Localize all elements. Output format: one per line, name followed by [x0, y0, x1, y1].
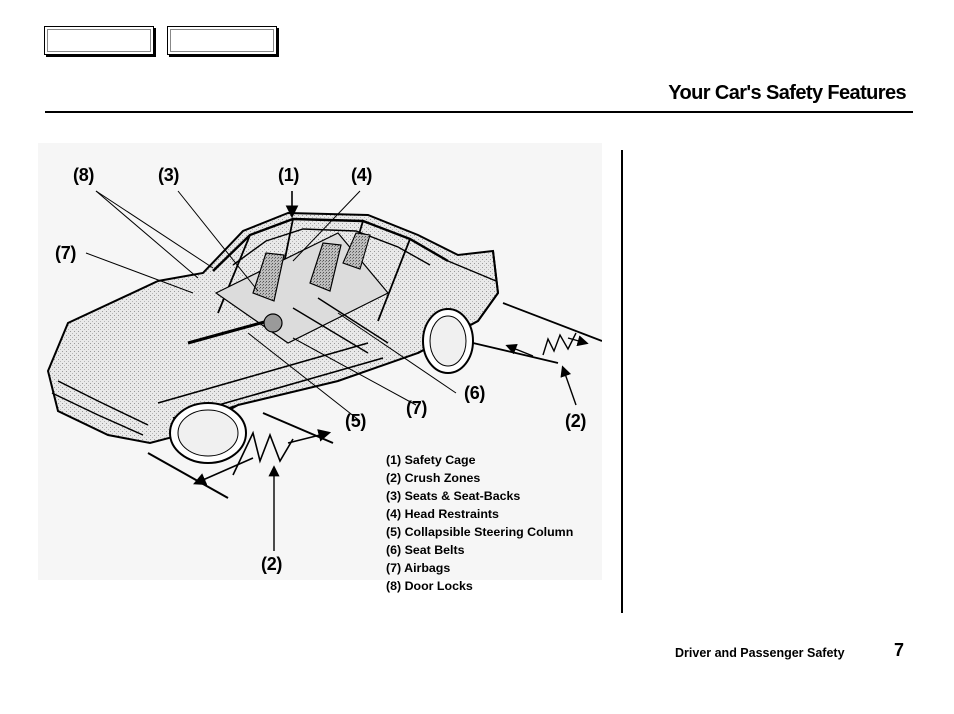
car-illustration — [38, 143, 603, 580]
column-divider — [621, 150, 623, 613]
callout-5: (5) — [345, 411, 367, 431]
callout-2-front: (2) — [261, 554, 283, 574]
callout-4: (4) — [351, 165, 373, 185]
legend-item: (3) Seats & Seat-Backs — [386, 489, 521, 503]
nav-button-previous[interactable] — [44, 26, 154, 55]
footer-section-title: Driver and Passenger Safety — [675, 646, 845, 660]
nav-button-inner — [47, 29, 151, 52]
page-title: Your Car's Safety Features — [668, 82, 906, 104]
figure-legend: (1) Safety Cage (2) Crush Zones (3) Seat… — [386, 451, 573, 595]
callout-7-upper: (7) — [55, 243, 77, 263]
legend-item: (8) Door Locks — [386, 579, 473, 593]
nav-button-next[interactable] — [167, 26, 277, 55]
callout-8: (8) — [73, 165, 95, 185]
legend-item: (2) Crush Zones — [386, 471, 481, 485]
safety-features-figure: (8) (3) (1) (4) (7) (6) (7) (5) (2) (2) — [38, 143, 603, 580]
legend-item: (4) Head Restraints — [386, 507, 499, 521]
legend-item: (5) Collapsible Steering Column — [386, 525, 574, 539]
legend-item: (1) Safety Cage — [386, 453, 476, 467]
page-number: 7 — [894, 640, 905, 660]
callout-3: (3) — [158, 165, 180, 185]
callout-2-rear: (2) — [565, 411, 587, 431]
callout-1: (1) — [278, 165, 300, 185]
callout-6: (6) — [464, 383, 486, 403]
nav-button-inner — [170, 29, 274, 52]
legend-item: (6) Seat Belts — [386, 543, 465, 557]
legend-item: (7) Airbags — [386, 561, 451, 575]
title-rule — [45, 111, 913, 113]
callout-7-lower: (7) — [406, 398, 428, 418]
